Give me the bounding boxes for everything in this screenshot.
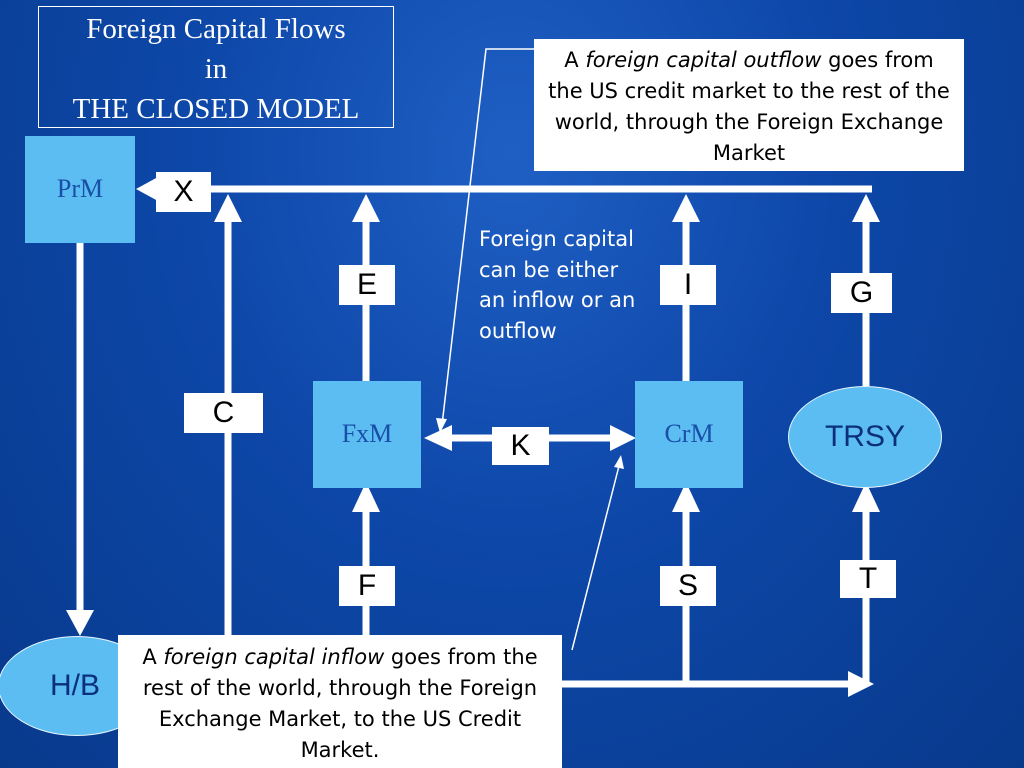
flow-label-x: X	[156, 172, 211, 212]
title-line-1: Foreign Capital Flows	[86, 13, 346, 45]
inflow-note-prefix: A	[142, 645, 164, 669]
node-prm: PrM	[25, 136, 135, 243]
inflow-note: A foreign capital inflow goes from the r…	[118, 635, 562, 768]
flow-label-f: F	[339, 566, 395, 606]
node-crm: CrM	[635, 381, 743, 488]
node-trsy: TRSY	[788, 386, 942, 488]
flow-label-k: K	[492, 427, 549, 465]
inflow-note-suffix: goes from the rest of the world, through…	[142, 645, 538, 762]
outflow-note-suffix: goes from the US credit market to the re…	[548, 48, 950, 165]
outflow-note: A foreign capital outflow goes from the …	[534, 39, 964, 171]
outflow-note-emphasis: foreign capital outflow	[585, 48, 822, 72]
flow-label-t: T	[840, 560, 896, 598]
flow-label-s: S	[660, 566, 716, 606]
inflow-note-emphasis: foreign capital inflow	[163, 645, 385, 669]
capital-direction-note: Foreign capital can be either an inflow …	[479, 227, 636, 343]
node-fxm: FxM	[313, 381, 421, 488]
title-line-3: THE CLOSED MODEL	[72, 93, 360, 125]
arrowheads	[66, 177, 880, 697]
flow-label-e: E	[339, 265, 395, 305]
outflow-note-prefix: A	[564, 48, 586, 72]
flow-label-c: C	[184, 393, 263, 433]
diagram-title: Foreign Capital Flows in THE CLOSED MODE…	[38, 6, 394, 128]
flow-label-g: G	[831, 273, 892, 313]
title-line-2: in	[204, 53, 228, 85]
flow-label-i: I	[660, 265, 716, 305]
